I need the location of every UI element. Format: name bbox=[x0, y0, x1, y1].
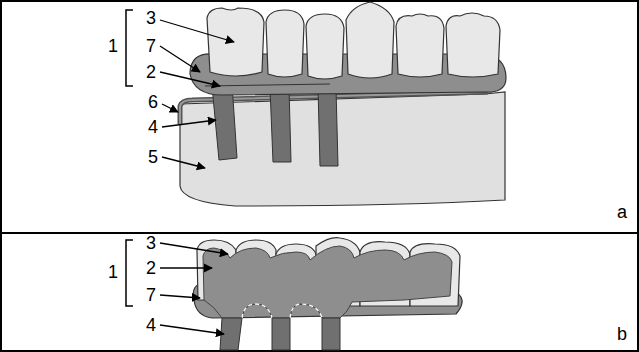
panel-frame bbox=[1, 1, 638, 233]
implant bbox=[272, 318, 290, 350]
callout-number: 1 bbox=[108, 263, 118, 281]
callout-number: 1 bbox=[108, 37, 118, 55]
framework bbox=[203, 246, 452, 318]
panel-frame bbox=[1, 233, 638, 351]
panel-letter: b bbox=[617, 325, 627, 343]
implant bbox=[322, 318, 340, 350]
bracket bbox=[126, 10, 133, 86]
leader-line bbox=[160, 243, 228, 334]
callout-number: 3 bbox=[146, 234, 156, 252]
framework-edge bbox=[242, 304, 322, 318]
artificial-teeth bbox=[207, 2, 500, 79]
bracket bbox=[126, 240, 133, 306]
callout-number: 2 bbox=[146, 63, 156, 81]
callout-number: 2 bbox=[146, 259, 156, 277]
panel-letter: a bbox=[617, 203, 627, 221]
leader-line bbox=[160, 20, 234, 168]
callout-number: 7 bbox=[146, 286, 156, 304]
implant bbox=[318, 88, 338, 166]
callout-number: 6 bbox=[148, 93, 158, 111]
callout-number: 7 bbox=[146, 37, 156, 55]
callout-number: 4 bbox=[148, 118, 158, 136]
callout-number: 4 bbox=[146, 316, 156, 334]
callout-number: 5 bbox=[148, 148, 158, 166]
framework bbox=[205, 84, 330, 86]
implant bbox=[270, 88, 291, 162]
callout-number: 3 bbox=[146, 9, 156, 27]
